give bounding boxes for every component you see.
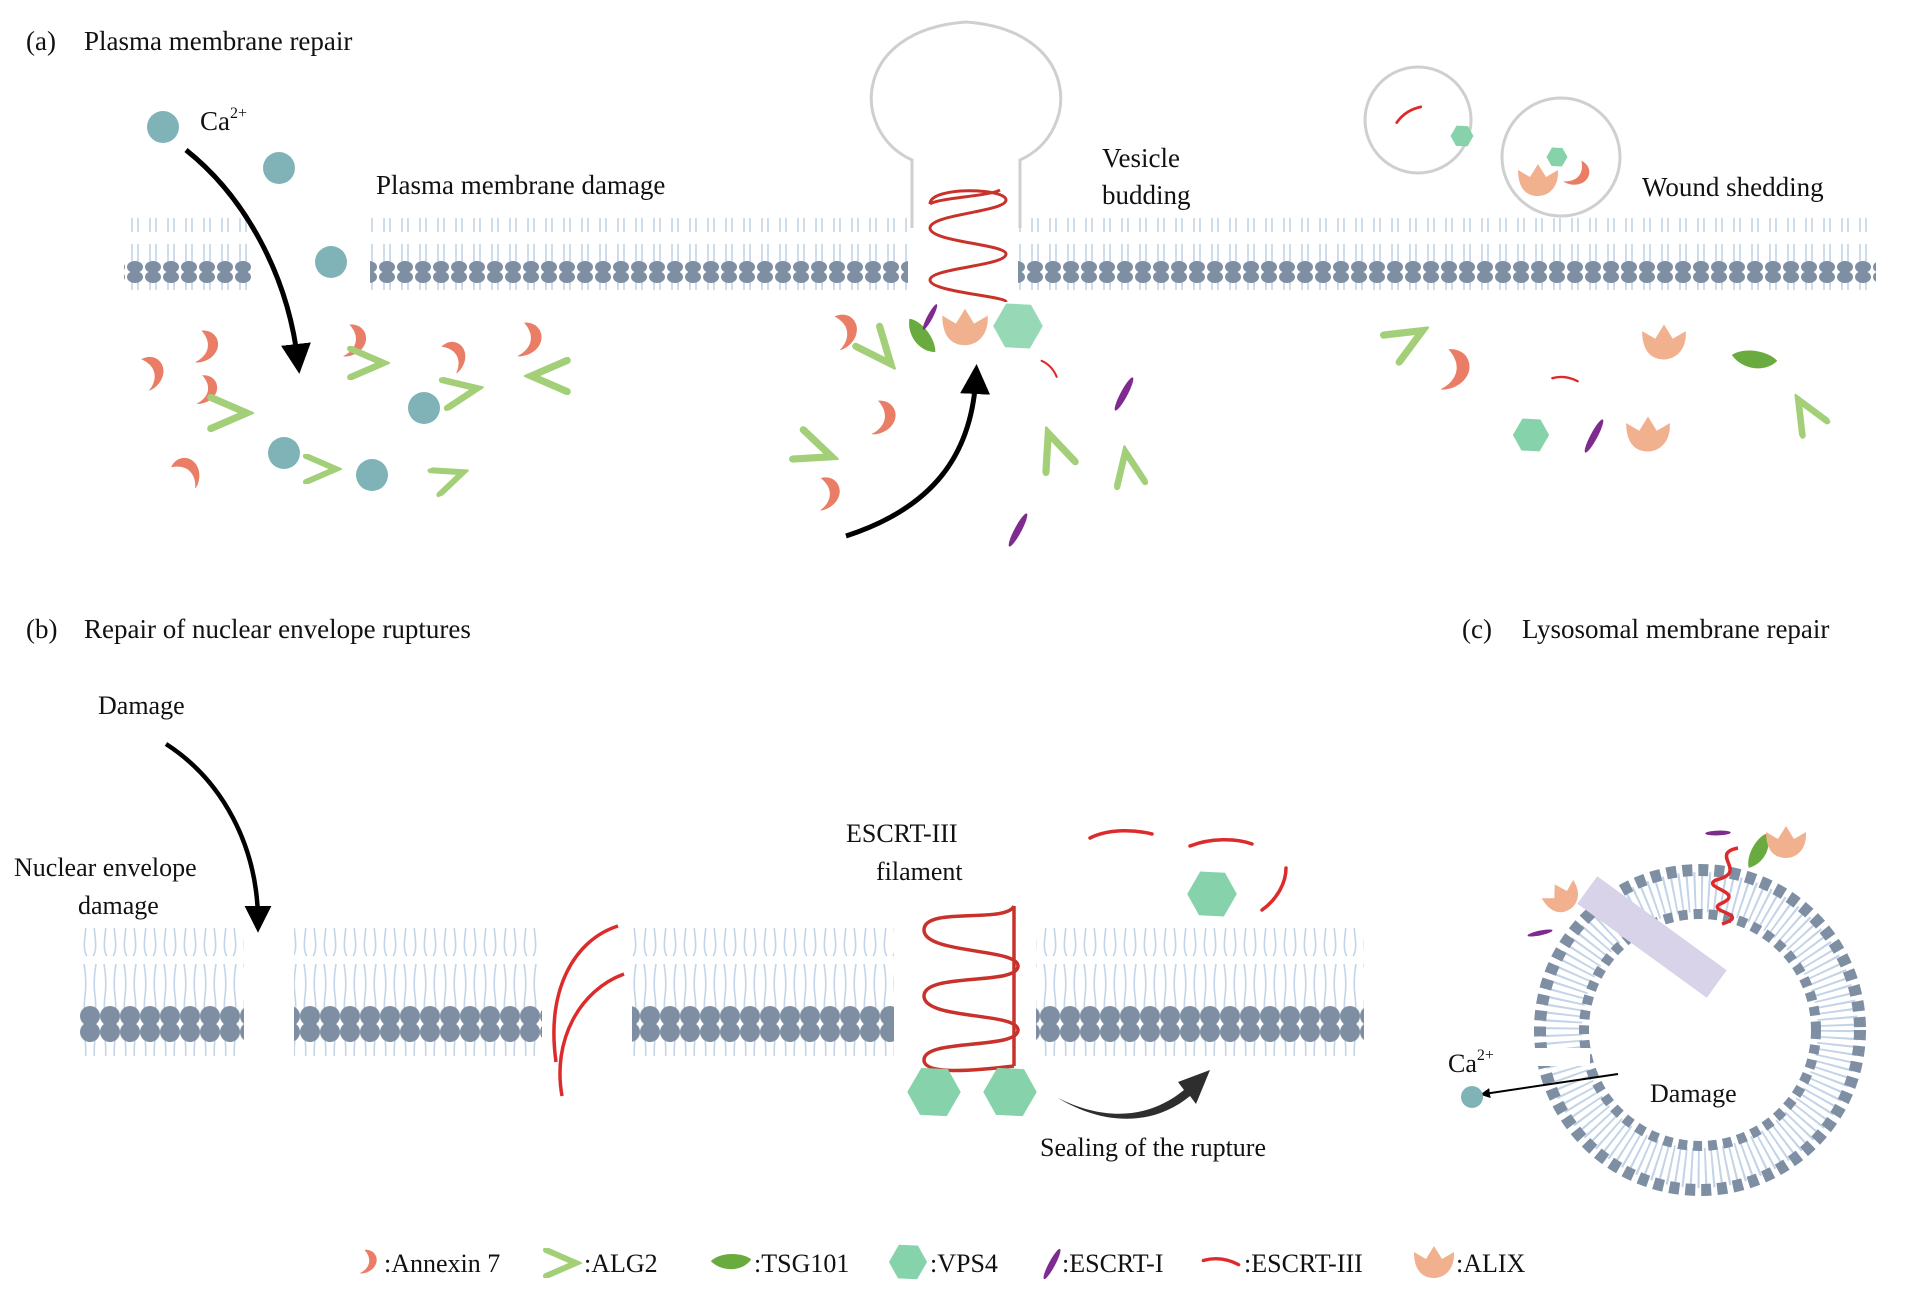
wound-shedding-label: Wound shedding xyxy=(1642,172,1824,202)
legend-alg2-icon xyxy=(546,1250,576,1276)
legend-annexin7-label: :Annexin 7 xyxy=(384,1249,500,1278)
panel-c: (c) Lysosomal membrane repair Ca2+ Damag… xyxy=(1448,614,1866,1196)
damage-arrow-b xyxy=(164,742,272,933)
vps4-b-1 xyxy=(1187,871,1237,917)
calcium-label-c: Ca2+ xyxy=(1448,1047,1494,1078)
lysosome-damage-gap xyxy=(1530,1048,1590,1066)
escrt-iii-arcs-b xyxy=(552,924,625,1097)
plasma-membrane-middle xyxy=(370,218,908,290)
escrt1-c-2 xyxy=(1525,918,1555,948)
panel-b-letter: (b) xyxy=(26,614,57,644)
recruitment-arrow xyxy=(845,364,991,539)
panel-a-title: Plasma membrane repair xyxy=(84,26,352,56)
lysosome-outer-heads xyxy=(1534,864,1866,1196)
sealing-arrow xyxy=(1058,1070,1210,1119)
calcium-ion-c xyxy=(1461,1086,1483,1108)
panel-b-title: Repair of nuclear envelope ruptures xyxy=(84,614,471,644)
alix-c-2 xyxy=(1538,875,1586,919)
legend-escrt3-label: :ESCRT-III xyxy=(1244,1249,1363,1278)
shed-vesicles xyxy=(1363,65,1622,218)
legend-tsg101-label: :TSG101 xyxy=(754,1249,849,1278)
plasma-membrane-right xyxy=(1018,218,1876,290)
plasma-membrane-damage-label: Plasma membrane damage xyxy=(376,170,665,200)
panel-b: (b) Repair of nuclear envelope ruptures … xyxy=(14,614,1364,1162)
proteins-left-a xyxy=(135,322,567,495)
panel-a-letter: (a) xyxy=(26,26,56,56)
vps4-b-2 xyxy=(907,1067,961,1117)
proteins-right-a xyxy=(1384,317,1828,455)
escrt-iii-filament-b xyxy=(922,904,1020,1073)
legend: :Annexin 7 :ALG2 :TSG101 :VPS4 :ESCRT-I … xyxy=(359,1244,1526,1281)
escrt-iii-c xyxy=(1711,846,1739,926)
plasma-membrane-left xyxy=(124,218,252,290)
damaging-agent xyxy=(1577,876,1727,998)
panel-c-title: Lysosomal membrane repair xyxy=(1522,614,1829,644)
vesicle-label-line2: budding xyxy=(1102,180,1191,210)
legend-alg2-label: :ALG2 xyxy=(584,1249,658,1278)
nuclear-envelope-segment-3 xyxy=(632,928,894,1056)
nuclear-envelope-label-line2: damage xyxy=(78,891,159,920)
calcium-efflux-arrow xyxy=(1480,1073,1619,1099)
escrt-filament-label-line2: filament xyxy=(876,857,963,886)
nuclear-envelope-segment-1 xyxy=(80,928,244,1056)
budding-vesicle xyxy=(869,20,1063,228)
vps4-b-3 xyxy=(983,1067,1037,1117)
escrt-filament-label-line1: ESCRT-III xyxy=(846,819,958,848)
legend-vps4-label: :VPS4 xyxy=(930,1249,998,1278)
nuclear-envelope-segment-2 xyxy=(294,928,542,1056)
panel-c-letter: (c) xyxy=(1462,614,1492,644)
legend-escrt1-label: :ESCRT-I xyxy=(1062,1249,1164,1278)
alix-c-1 xyxy=(1766,826,1807,858)
nuclear-envelope-segment-4 xyxy=(1036,928,1364,1056)
sealing-label: Sealing of the rupture xyxy=(1040,1133,1266,1162)
lysosome-inner-heads xyxy=(1579,909,1821,1151)
calcium-influx-arrow xyxy=(184,148,311,374)
lysosome-inner-tails xyxy=(1542,872,1858,1188)
panel-a: (a) Plasma membrane repair Ca2+ Plasma m… xyxy=(26,20,1876,549)
legend-vps4-icon xyxy=(888,1244,928,1280)
legend-alix-icon xyxy=(1414,1246,1455,1278)
legend-escrt3-icon xyxy=(1201,1256,1241,1267)
legend-alix-label: :ALIX xyxy=(1456,1249,1526,1278)
nuclear-envelope-label-line1: Nuclear envelope xyxy=(14,853,197,882)
legend-annexin7-icon xyxy=(359,1249,377,1274)
escrt1-c-1 xyxy=(1703,819,1733,847)
legend-tsg101-icon xyxy=(710,1254,752,1270)
free-escrt-iii-b xyxy=(1088,828,1288,912)
damage-label-b: Damage xyxy=(98,691,185,720)
escrt-iii-spiral-a xyxy=(928,188,1008,304)
vesicle-label-line1: Vesicle xyxy=(1102,143,1180,173)
calcium-ions-a xyxy=(147,111,440,491)
damage-label-c: Damage xyxy=(1650,1079,1737,1108)
calcium-label: Ca2+ xyxy=(200,105,247,136)
legend-escrt1-icon xyxy=(1041,1247,1063,1281)
